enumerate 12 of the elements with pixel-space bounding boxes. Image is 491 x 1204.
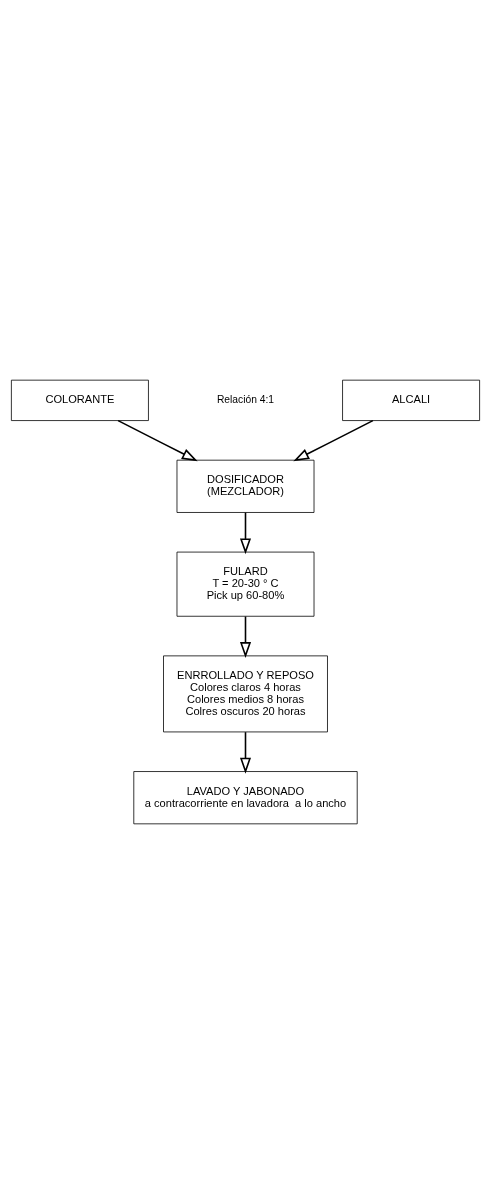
arrow bbox=[239, 615, 252, 658]
arrow bbox=[239, 511, 252, 555]
node-box: FULARD T = 20-30 ° C Pick up 60-80% bbox=[176, 551, 315, 617]
node-box: COLORANTE bbox=[11, 379, 149, 421]
node-box: DOSIFICADOR (MEZCLADOR) bbox=[176, 459, 315, 513]
node-box: ALCALI bbox=[342, 379, 480, 421]
node-box: ENRROLLADO Y REPOSO Colores claros 4 horas Colores medios 8 horas Colres oscuros 20 horas bbox=[163, 655, 328, 733]
arrow bbox=[239, 731, 252, 774]
node-box: LAVADO Y JABONADO a contracorriente en lavadora a lo ancho bbox=[133, 771, 358, 825]
label: Relación 4:1 bbox=[216, 394, 275, 406]
arrow bbox=[293, 419, 374, 462]
arrow bbox=[117, 419, 198, 462]
